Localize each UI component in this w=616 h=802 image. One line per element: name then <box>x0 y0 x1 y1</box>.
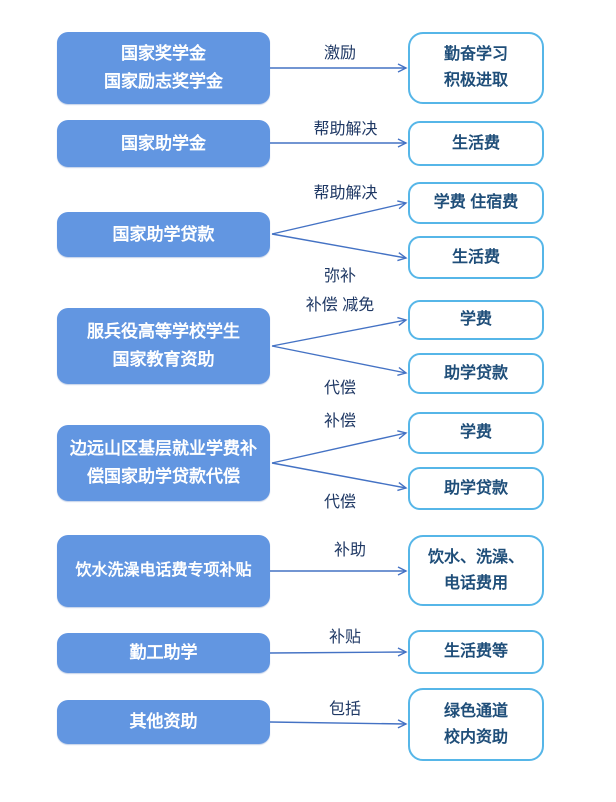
source-box-state-grant: 国家助学金 <box>57 120 270 167</box>
target-box-living-expenses: 生活费 <box>408 236 544 279</box>
connector-label-repay: 代偿 <box>323 494 356 511</box>
target-box-green-channel: 绿色通道 校内资助 <box>408 688 544 761</box>
connector-label-make-up: 弥补 <box>323 268 356 285</box>
source-box-line: 偿国家助学贷款代偿 <box>87 467 240 486</box>
source-box-national-scholarships: 国家奖学金 国家励志奖学金 <box>57 32 270 104</box>
connector-line <box>269 647 408 657</box>
source-box-line: 服兵役高等学校学生 <box>87 322 240 341</box>
target-box-line: 勤奋学习 <box>443 46 508 63</box>
target-box-line: 学费 <box>459 424 492 441</box>
connector-label-subsidize: 补助 <box>333 542 366 559</box>
target-box-living-expenses-etc: 生活费等 <box>408 630 544 674</box>
connector-line <box>271 345 408 377</box>
connector-label-help-solve: 帮助解决 <box>313 185 378 202</box>
target-box-line: 助学贷款 <box>443 479 508 497</box>
target-box-line: 电话费用 <box>443 574 508 592</box>
target-box-line: 助学贷款 <box>443 364 508 382</box>
source-box-line: 边远山区基层就业学费补 <box>70 439 257 458</box>
target-box-line: 生活费等 <box>443 643 508 660</box>
source-box-other-aid: 其他资助 <box>57 700 270 744</box>
source-box-work-study: 勤工助学 <box>57 633 270 673</box>
target-box-student-loan: 助学贷款 <box>408 467 544 510</box>
target-box-living-expenses: 生活费 <box>408 121 544 166</box>
connector-label-compensate: 补偿 <box>323 413 356 430</box>
connector-line <box>271 316 408 347</box>
source-box-line: 国家教育资助 <box>112 350 215 369</box>
target-box-line: 校内资助 <box>443 728 508 746</box>
connector-label-allowance: 补贴 <box>328 629 361 646</box>
target-box-line: 积极进取 <box>443 72 508 89</box>
source-box-line: 国家助学金 <box>121 133 206 153</box>
target-box-line: 绿色通道 <box>443 702 508 720</box>
target-box-tuition: 学费 <box>408 412 544 454</box>
source-box-military-service-aid: 服兵役高等学校学生 国家教育资助 <box>57 308 270 384</box>
target-box-tuition: 学费 <box>408 300 544 340</box>
target-box-line: 饮水、洗澡、 <box>427 548 524 566</box>
connector-label-help-solve: 帮助解决 <box>313 121 378 138</box>
source-box-line: 饮水洗澡电话费专项补贴 <box>75 562 252 579</box>
target-box-utilities: 饮水、洗澡、 电话费用 <box>408 535 544 606</box>
target-box-tuition-accommodation: 学费 住宿费 <box>408 182 544 224</box>
source-box-student-loan: 国家助学贷款 <box>57 212 270 257</box>
target-box-line: 学费 住宿费 <box>433 194 519 211</box>
connector-line <box>271 200 408 235</box>
target-box-line: 生活费 <box>451 248 500 266</box>
connector-line <box>271 462 408 492</box>
target-box-line: 学费 <box>459 311 492 328</box>
connector-line <box>271 233 408 262</box>
source-box-line: 勤工助学 <box>129 643 198 662</box>
connector-label-repay: 代偿 <box>323 380 356 397</box>
source-box-line: 国家助学贷款 <box>112 224 215 244</box>
connector-label-compensate-reduce: 补偿 减免 <box>305 297 375 314</box>
connector-line <box>269 719 408 729</box>
target-box-student-loan: 助学贷款 <box>408 353 544 394</box>
connector-line <box>271 430 408 464</box>
target-box-line: 生活费 <box>451 134 500 152</box>
source-box-remote-area-compensation: 边远山区基层就业学费补 偿国家助学贷款代偿 <box>57 425 270 501</box>
source-box-line: 其他资助 <box>129 712 198 731</box>
connector-label-includes: 包括 <box>328 701 361 718</box>
connector-label-motivate: 激励 <box>323 45 356 62</box>
source-box-line: 国家奖学金 <box>121 44 206 63</box>
target-box-study-hard: 勤奋学习 积极进取 <box>408 32 544 104</box>
source-box-line: 国家励志奖学金 <box>104 72 223 91</box>
source-box-utility-subsidy: 饮水洗澡电话费专项补贴 <box>57 535 270 607</box>
